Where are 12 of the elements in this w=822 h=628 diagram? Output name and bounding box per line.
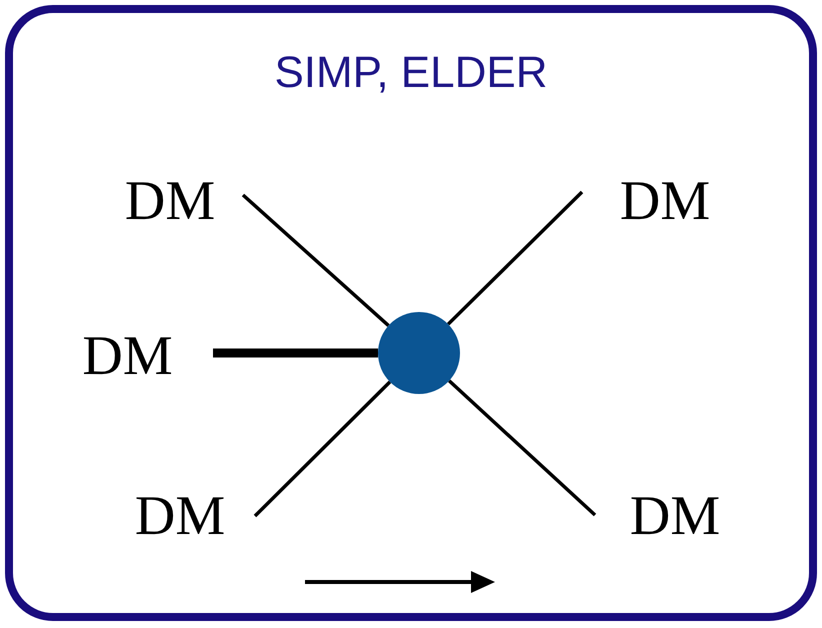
line [254, 380, 392, 518]
particle-label: DM [100, 168, 240, 234]
title: SIMP, ELDER [273, 47, 549, 99]
line [448, 379, 596, 516]
line [213, 348, 378, 358]
line [446, 190, 584, 326]
line [242, 194, 390, 327]
particle-label: DM [590, 168, 740, 234]
particle-label: DM [110, 483, 250, 549]
rounded-frame [5, 5, 817, 621]
particle-label: DM [605, 483, 745, 549]
particle-label: DM [45, 323, 210, 389]
